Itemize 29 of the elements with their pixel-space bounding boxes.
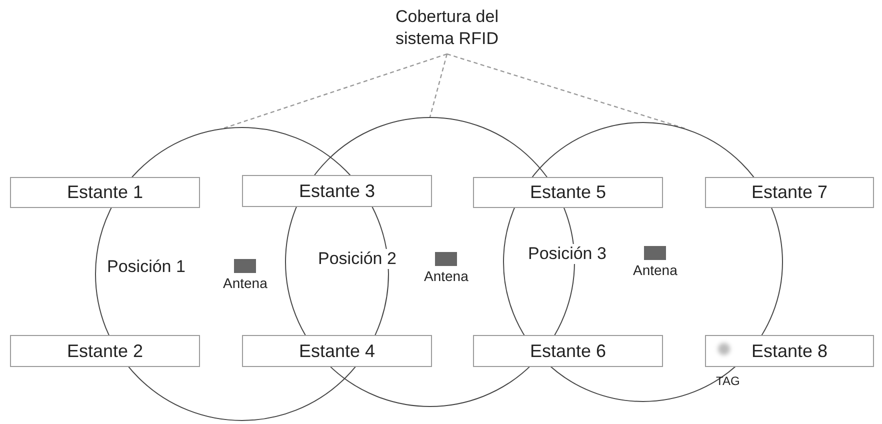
antenna-label: Antena [424, 268, 468, 284]
shelf-box [705, 335, 874, 367]
shelf-box [242, 335, 432, 367]
shelf-box [473, 335, 663, 367]
shelf-box [10, 335, 200, 367]
position-label: Posición 2 [318, 249, 396, 269]
shelf-box [10, 177, 200, 208]
shelf-label: Estante 6 [530, 340, 606, 362]
antenna-icon [435, 252, 457, 266]
tag-label: TAG [716, 374, 740, 388]
leader-line [224, 53, 448, 129]
shelf-label: Estante 1 [66, 182, 144, 203]
leader-line [429, 54, 448, 118]
shelf-label: Estante 5 [530, 182, 606, 203]
antenna-label: Antena [223, 275, 268, 291]
shelf-label: Estante 4 [298, 340, 376, 362]
antenna-icon [234, 259, 256, 273]
position-label: Posición 3 [528, 244, 606, 264]
shelf-box [473, 177, 663, 208]
shelf-box [242, 175, 432, 207]
shelf-box [705, 177, 874, 208]
coverage-label: Cobertura del sistema RFID [372, 6, 522, 54]
antenna-label: Antena [633, 262, 678, 278]
shelf-label: Estante 3 [298, 180, 376, 202]
leader-line [446, 53, 686, 130]
antenna-icon [644, 246, 666, 260]
shelf-label: Estante 7 [751, 182, 828, 203]
shelf-label: Estante 8 [751, 340, 828, 362]
shelf-label: Estante 2 [66, 340, 144, 362]
